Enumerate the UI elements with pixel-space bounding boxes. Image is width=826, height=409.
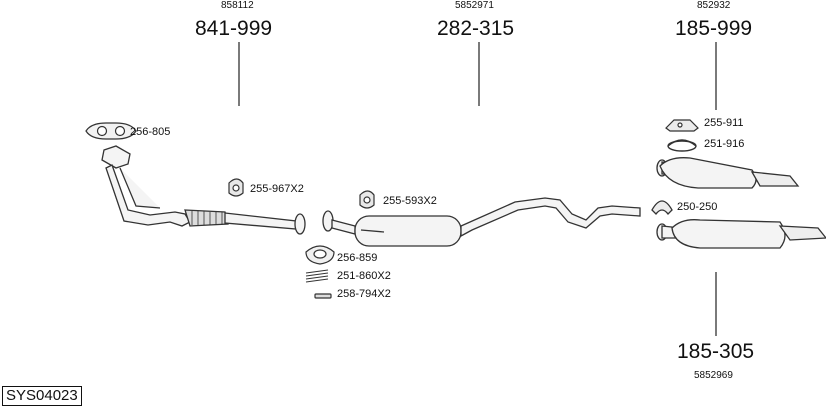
- part-clamp-2[interactable]: 250-250: [677, 201, 718, 213]
- clamp-shape: [667, 139, 697, 152]
- part-gasket-front[interactable]: 256-805: [130, 126, 171, 138]
- system-code-box: SYS04023: [2, 386, 82, 406]
- gasket-front-shape: [85, 122, 137, 140]
- part-bracket[interactable]: 255-911: [704, 117, 744, 129]
- front-ref: 858112: [221, 0, 254, 11]
- front-pipe-shape: [101, 145, 306, 235]
- clamp-2-shape: [651, 200, 673, 215]
- middle-pipe-shape: [322, 197, 641, 247]
- part-rubber-mount-2[interactable]: 255-593X2: [383, 195, 437, 207]
- part-rubber-mount-1[interactable]: 255-967X2: [250, 183, 304, 195]
- rear-lower-ref: 5852969: [694, 370, 733, 381]
- part-flange-gasket[interactable]: 256-859: [337, 252, 378, 264]
- flange-gasket-shape: [305, 245, 335, 265]
- part-bolts[interactable]: 258-794X2: [337, 288, 391, 300]
- rear-lower-code[interactable]: 185-305: [677, 340, 755, 363]
- middle-ref: 5852971: [455, 0, 494, 11]
- part-clamp[interactable]: 251-916: [704, 138, 745, 150]
- part-springs[interactable]: 251-860X2: [337, 270, 391, 282]
- bracket-shape: [665, 119, 699, 132]
- rear-upper-ref: 852932: [697, 0, 731, 11]
- rubber-mount-1-shape: [228, 178, 244, 197]
- rear-silencer-upper-shape: [656, 157, 800, 189]
- bolts-shape: [314, 293, 332, 299]
- springs-shape: [305, 269, 329, 283]
- front-code[interactable]: 841-999: [195, 17, 273, 40]
- middle-code[interactable]: 282-315: [437, 17, 515, 40]
- rear-silencer-lower-shape: [656, 219, 826, 249]
- rear-upper-code[interactable]: 185-999: [675, 17, 753, 40]
- rubber-mount-2-shape: [359, 190, 375, 209]
